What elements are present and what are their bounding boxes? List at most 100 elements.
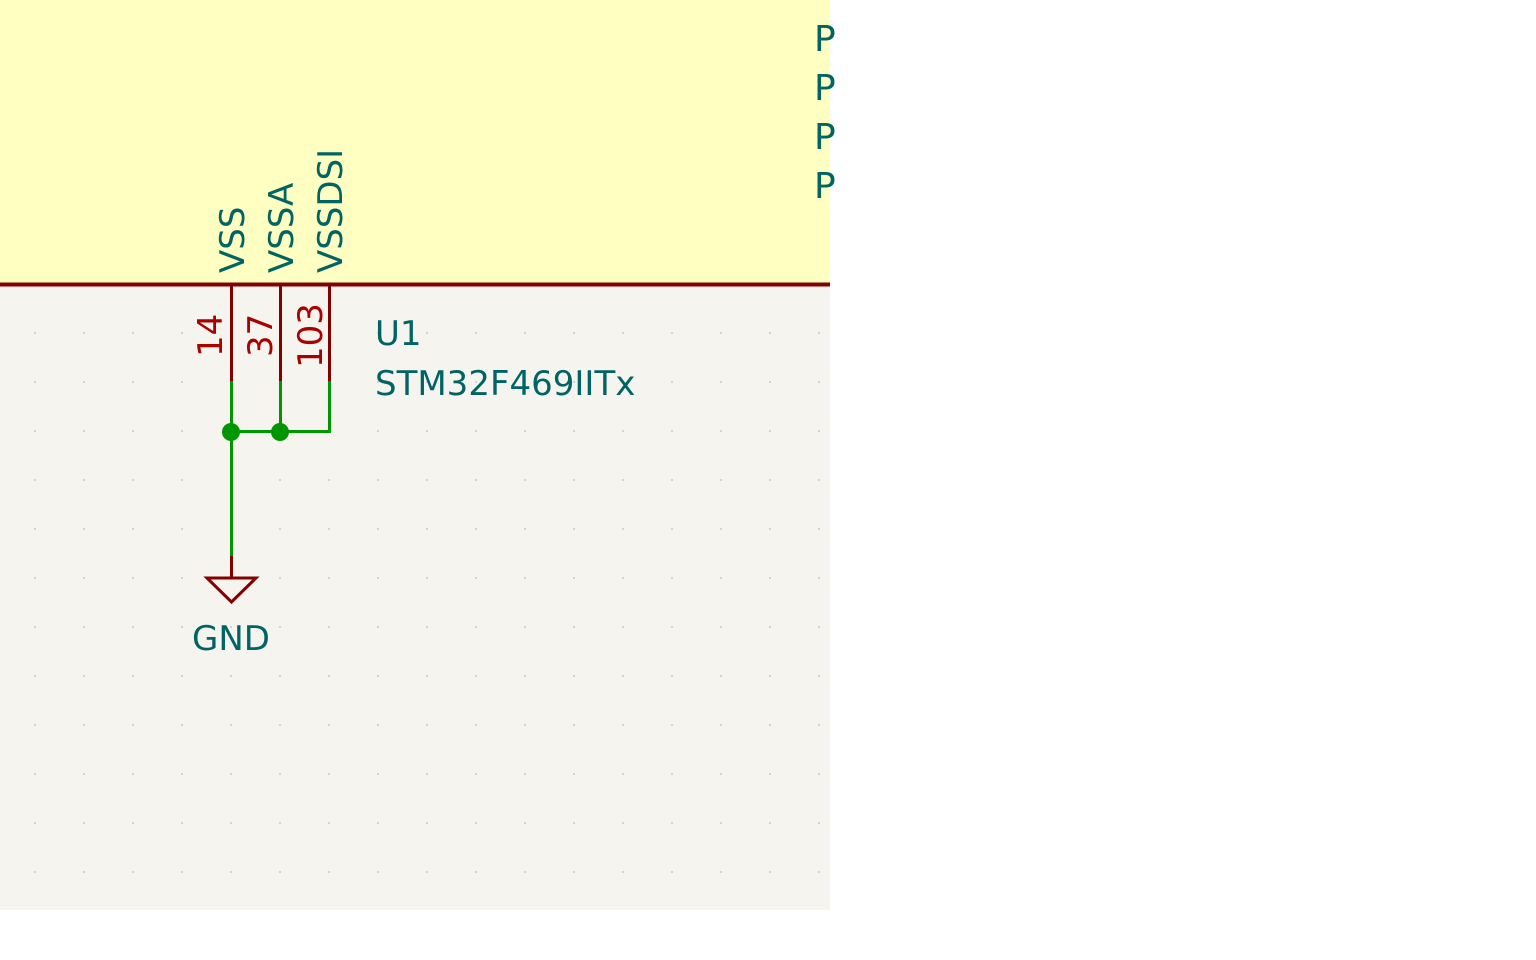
grid-dot [181, 430, 183, 432]
grid-dot [524, 626, 526, 628]
grid-dot [279, 479, 281, 481]
grid-dot [377, 724, 379, 726]
grid-dot [769, 822, 771, 824]
grid-dot [573, 626, 575, 628]
grid-dot [328, 724, 330, 726]
grid-dot [720, 822, 722, 824]
grid-dot [34, 822, 36, 824]
pin-name-vss: VSS [213, 207, 253, 273]
grid-dot [573, 822, 575, 824]
grid-dot [769, 381, 771, 383]
grid-dot [279, 675, 281, 677]
grid-dot [475, 479, 477, 481]
component-reference[interactable]: U1 [375, 314, 422, 354]
grid-dot [328, 479, 330, 481]
pin-number-37: 37 [241, 314, 281, 357]
grid-dot [622, 724, 624, 726]
grid-dot [132, 528, 134, 530]
grid-dot [622, 871, 624, 873]
grid-dot [622, 430, 624, 432]
grid-dot [426, 822, 428, 824]
grid-dot [34, 430, 36, 432]
grid-dot [720, 626, 722, 628]
grid-dot [475, 430, 477, 432]
grid-dot [426, 675, 428, 677]
component-value[interactable]: STM32F469IITx [375, 364, 635, 404]
gnd-power-symbol[interactable]: GND [192, 556, 270, 659]
grid-dot [622, 381, 624, 383]
grid-dot [475, 626, 477, 628]
component-u1[interactable]: P P P P P VSS VSSA VSSDSI 14 37 103 U1 S… [0, 0, 836, 404]
grid-dot [671, 577, 673, 579]
grid-dot [279, 724, 281, 726]
grid-dot [83, 724, 85, 726]
grid-dot [720, 430, 722, 432]
grid-dot [720, 773, 722, 775]
grid-dot [279, 577, 281, 579]
grid-dot [230, 724, 232, 726]
grid-dot [573, 528, 575, 530]
grid-dot [769, 332, 771, 334]
grid-dot [426, 871, 428, 873]
grid-dot [83, 332, 85, 334]
grid-dot [622, 773, 624, 775]
grid-dot [720, 479, 722, 481]
junction-dot[interactable] [271, 423, 289, 441]
partial-pin-label: P [814, 0, 836, 9]
grid-dot [818, 773, 820, 775]
grid-dot [328, 626, 330, 628]
grid-dot [818, 430, 820, 432]
grid-dot [34, 528, 36, 530]
grid-dot [34, 479, 36, 481]
grid-dot [671, 479, 673, 481]
grid-dot [524, 724, 526, 726]
grid-dot [475, 724, 477, 726]
grid-dot [720, 577, 722, 579]
grid-dot [720, 381, 722, 383]
grid-dot [83, 773, 85, 775]
grid-dot [279, 626, 281, 628]
grid-dot [34, 724, 36, 726]
grid-dot [83, 381, 85, 383]
grid-dot [181, 773, 183, 775]
grid-dot [622, 528, 624, 530]
grid-dot [524, 332, 526, 334]
grid-dot [328, 773, 330, 775]
grid-dot [524, 871, 526, 873]
grid-dot [230, 626, 232, 628]
grid-dot [34, 332, 36, 334]
grid-dot [377, 773, 379, 775]
grid-dot [181, 332, 183, 334]
wires[interactable] [230, 381, 331, 556]
grid-dot [426, 577, 428, 579]
grid-dot [132, 773, 134, 775]
grid-dot [328, 871, 330, 873]
grid-dot [573, 577, 575, 579]
grid-dot [230, 773, 232, 775]
grid-dot [671, 332, 673, 334]
grid-dot [34, 626, 36, 628]
grid-dot [34, 871, 36, 873]
grid-dot [279, 773, 281, 775]
grid-dot [769, 430, 771, 432]
grid-dot [475, 773, 477, 775]
grid-dot [34, 577, 36, 579]
grid-dot [573, 332, 575, 334]
grid-dot [181, 528, 183, 530]
partial-pin-label: P [814, 68, 836, 109]
grid-dot [377, 430, 379, 432]
junction-dot[interactable] [222, 423, 240, 441]
grid-dot [377, 332, 379, 334]
grid-dot [426, 479, 428, 481]
grid-dot [377, 871, 379, 873]
grid-dot [328, 577, 330, 579]
grid-dot [818, 479, 820, 481]
grid-dot [524, 528, 526, 530]
grid-dot [573, 430, 575, 432]
grid-dot [524, 479, 526, 481]
grid-dot [818, 675, 820, 677]
grid-dot [671, 626, 673, 628]
grid-dot [769, 479, 771, 481]
ground-icon [203, 576, 260, 605]
